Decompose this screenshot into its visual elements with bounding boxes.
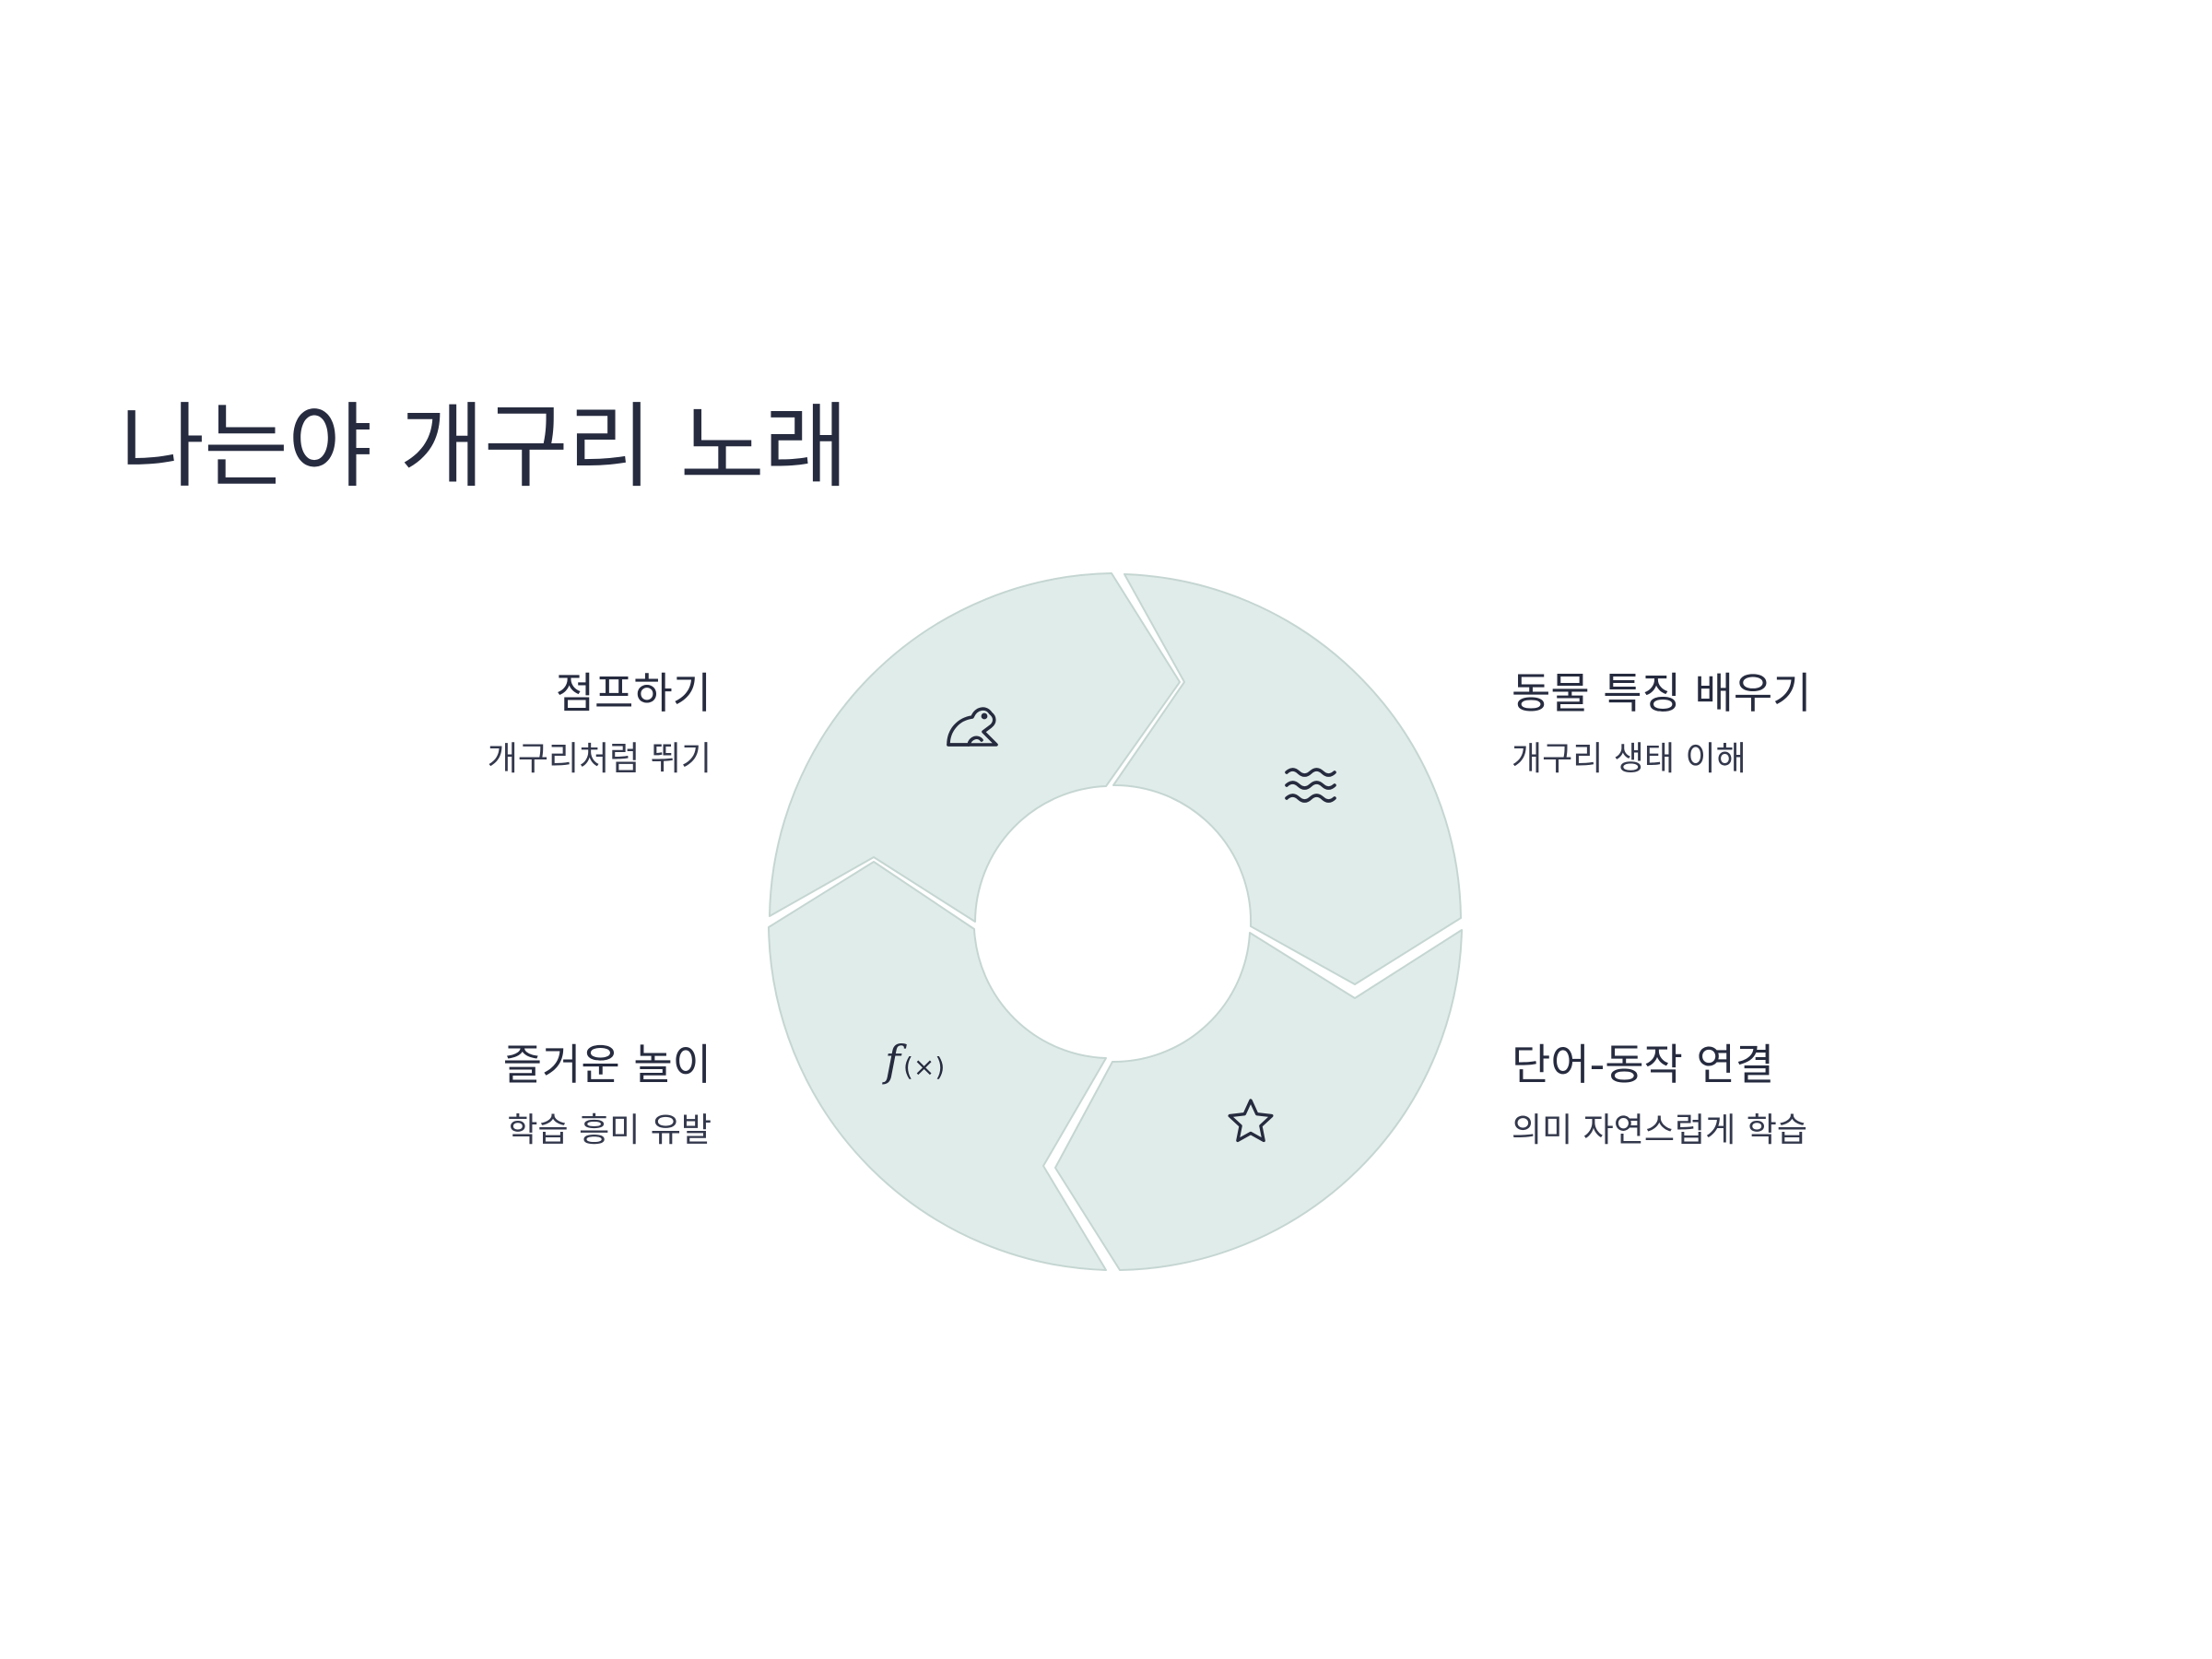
step-label-animal: 동물 특징 배우기 개구리 생태 이해 [1512, 668, 1811, 779]
step-subtitle: 개구리 생태 이해 [1512, 740, 1747, 779]
waves-icon [1285, 768, 1336, 803]
page-title: 나는야 개구리 노래 [120, 393, 849, 500]
segment-play [768, 861, 1107, 1271]
segment-word [1054, 929, 1463, 1271]
step-title: 단어-동작 연결 [1512, 1040, 1775, 1089]
frog-icon [947, 707, 998, 747]
step-subtitle: 의미 자연스럽게 학습 [1512, 1112, 1807, 1150]
segment-jump [769, 572, 1181, 923]
svg-text:(×): (×) [903, 1052, 945, 1082]
segment-animal [1112, 573, 1462, 985]
function-icon: f (×) [882, 1036, 945, 1086]
step-title: 즐거운 놀이 [502, 1040, 712, 1089]
step-subtitle: 개구리처럼 뛰기 [487, 740, 712, 779]
step-label-word: 단어-동작 연결 의미 자연스럽게 학습 [1512, 1040, 1807, 1150]
step-title: 점프하기 [555, 668, 712, 718]
step-title: 동물 특징 배우기 [1512, 668, 1812, 718]
step-label-play: 즐거운 놀이 학습 흥미 유발 [503, 1040, 712, 1150]
step-label-jump: 점프하기 개구리처럼 뛰기 [488, 668, 712, 779]
star-icon [1228, 1099, 1274, 1143]
step-subtitle: 학습 흥미 유발 [507, 1112, 712, 1150]
